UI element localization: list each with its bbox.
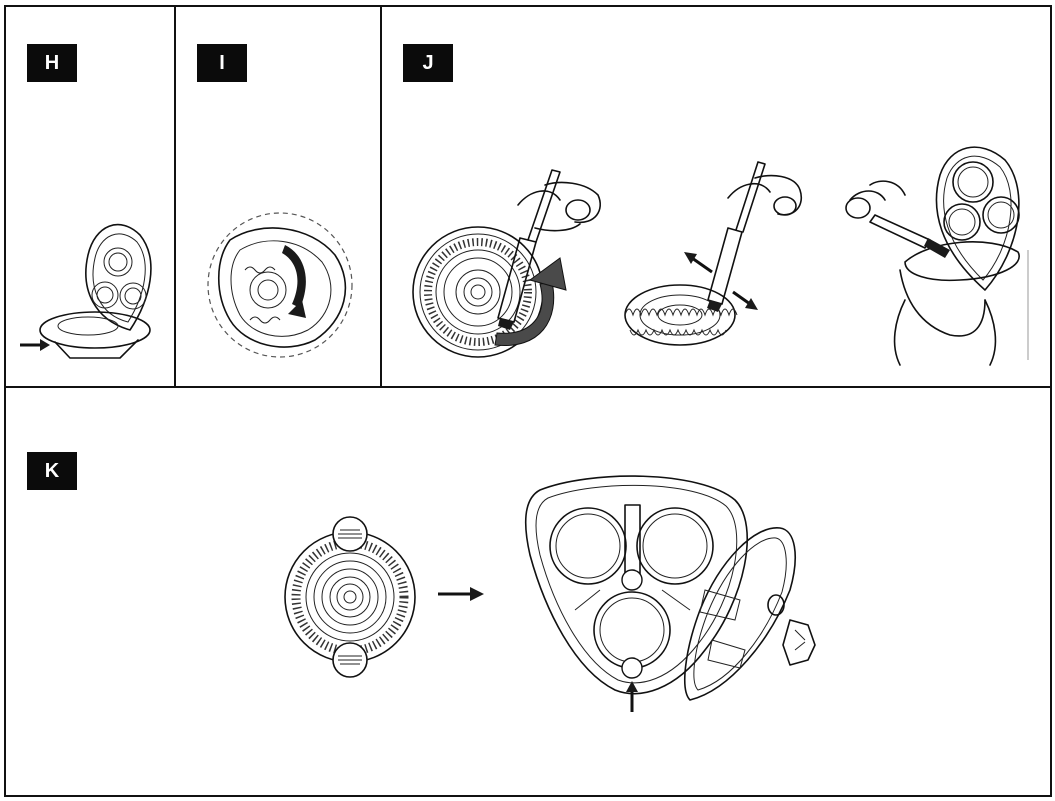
panel-label-j: J bbox=[403, 44, 453, 82]
panel-h: H bbox=[5, 6, 175, 387]
panel-label-h: H bbox=[27, 44, 77, 82]
panel-i: I bbox=[175, 6, 381, 387]
panel-label-k: K bbox=[27, 452, 77, 490]
panel-j: J bbox=[381, 6, 1051, 387]
panel-k: K bbox=[5, 387, 1051, 796]
panel-label-i: I bbox=[197, 44, 247, 82]
